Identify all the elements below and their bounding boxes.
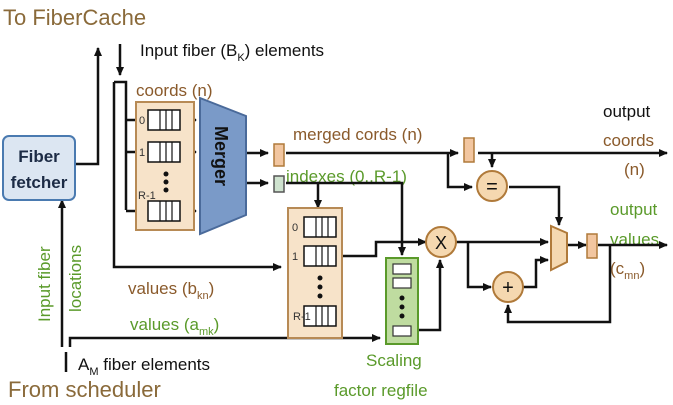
wire-mult-add: [466, 242, 492, 291]
fiber-fetcher-box: [2, 135, 76, 201]
value-queue-dot-1: [317, 275, 323, 281]
input-queue-0: [147, 109, 181, 131]
output-coords-label-2: coords: [603, 131, 654, 150]
regfile-dot-3: [399, 313, 405, 319]
wire-amk-regfile: [68, 334, 381, 347]
equal-op-label: =: [486, 176, 498, 198]
equal-op: [476, 170, 508, 202]
regfile-entry-bottom: [392, 325, 412, 337]
from-scheduler-label: From scheduler: [8, 377, 161, 402]
regfile-dot-1: [399, 295, 405, 301]
input-queue-dot-3: [163, 187, 169, 193]
am-fiber-elements-label: AM fiber elements: [78, 355, 210, 378]
input-queue-1: [147, 141, 181, 163]
value-queue-0-label: 0: [292, 222, 298, 234]
multiply-op: [425, 226, 457, 258]
value-queue-1-label: 1: [292, 251, 298, 263]
wire-feedback: [504, 245, 612, 324]
scaling-label-1: Scaling: [366, 351, 422, 370]
output-coords-label-1: output: [603, 102, 651, 121]
wire-coords-to-eq: [446, 153, 473, 191]
output-mux: [550, 224, 568, 272]
input-queue-dot-1: [163, 171, 169, 177]
merged-cords-label: merged cords (n): [293, 125, 422, 144]
add-op-label: +: [502, 277, 514, 299]
value-queue-dot-3: [317, 293, 323, 299]
regfile-entry-top: [392, 263, 412, 275]
wire-regfile-mult: [418, 259, 444, 332]
output-coords-label-3: (n): [624, 160, 645, 179]
latch-output-values: [586, 233, 598, 259]
merger-label: Merger: [211, 126, 231, 186]
merger-block: [199, 96, 247, 236]
wire-to-fibercache: [76, 47, 102, 166]
add-op: [492, 271, 524, 303]
fiber-fetcher-label-1: Fiber: [18, 147, 60, 166]
value-queue-dot-2: [317, 284, 323, 290]
latch-coords: [273, 143, 285, 167]
input-fiber-bk-label: Input fiber (BK) elements: [140, 41, 324, 64]
value-queue-1: [303, 245, 337, 267]
regfile-entry-second: [392, 277, 412, 289]
scaling-label-2: factor regfile: [334, 381, 428, 400]
output-values-label-3: (cmn): [610, 259, 645, 282]
latch-merged-coords: [463, 137, 475, 163]
values-amk-label: values (amk): [130, 315, 219, 338]
input-queue-dot-2: [163, 179, 169, 185]
wire-indexes-right: [286, 181, 406, 256]
coords-n-label: coords (n): [136, 81, 213, 100]
output-values-label-1: output: [610, 200, 658, 219]
fiber-fetcher-label-2: fetcher: [11, 173, 68, 192]
input-queue-0-label: 0: [139, 115, 145, 127]
input-fiber-locations-label-1: Input fiber: [35, 246, 54, 322]
value-queue-last-label: R-1: [293, 311, 311, 323]
wire-add-mux: [523, 256, 549, 289]
indexes-label: indexes (0..R-1): [286, 167, 407, 186]
to-fibercache-label: To FiberCache: [3, 5, 146, 30]
value-queue-0: [303, 216, 337, 238]
input-queue-1-label: 1: [139, 147, 145, 159]
multiply-op-label: X: [435, 233, 447, 253]
wire-queue-mult: [342, 238, 427, 258]
input-fiber-locations-label-2: locations: [66, 245, 85, 312]
values-bkn-label: values (bkn): [128, 279, 214, 302]
value-queue-last: [303, 305, 337, 327]
regfile-dot-2: [399, 304, 405, 310]
input-queue-last-label: R-1: [138, 190, 156, 202]
wire-bus-down: [112, 82, 282, 271]
latch-indexes: [273, 175, 285, 193]
input-queue-last: [147, 200, 181, 222]
wire-eq-mux: [509, 185, 563, 226]
wire-coords-bus: [114, 80, 128, 210]
